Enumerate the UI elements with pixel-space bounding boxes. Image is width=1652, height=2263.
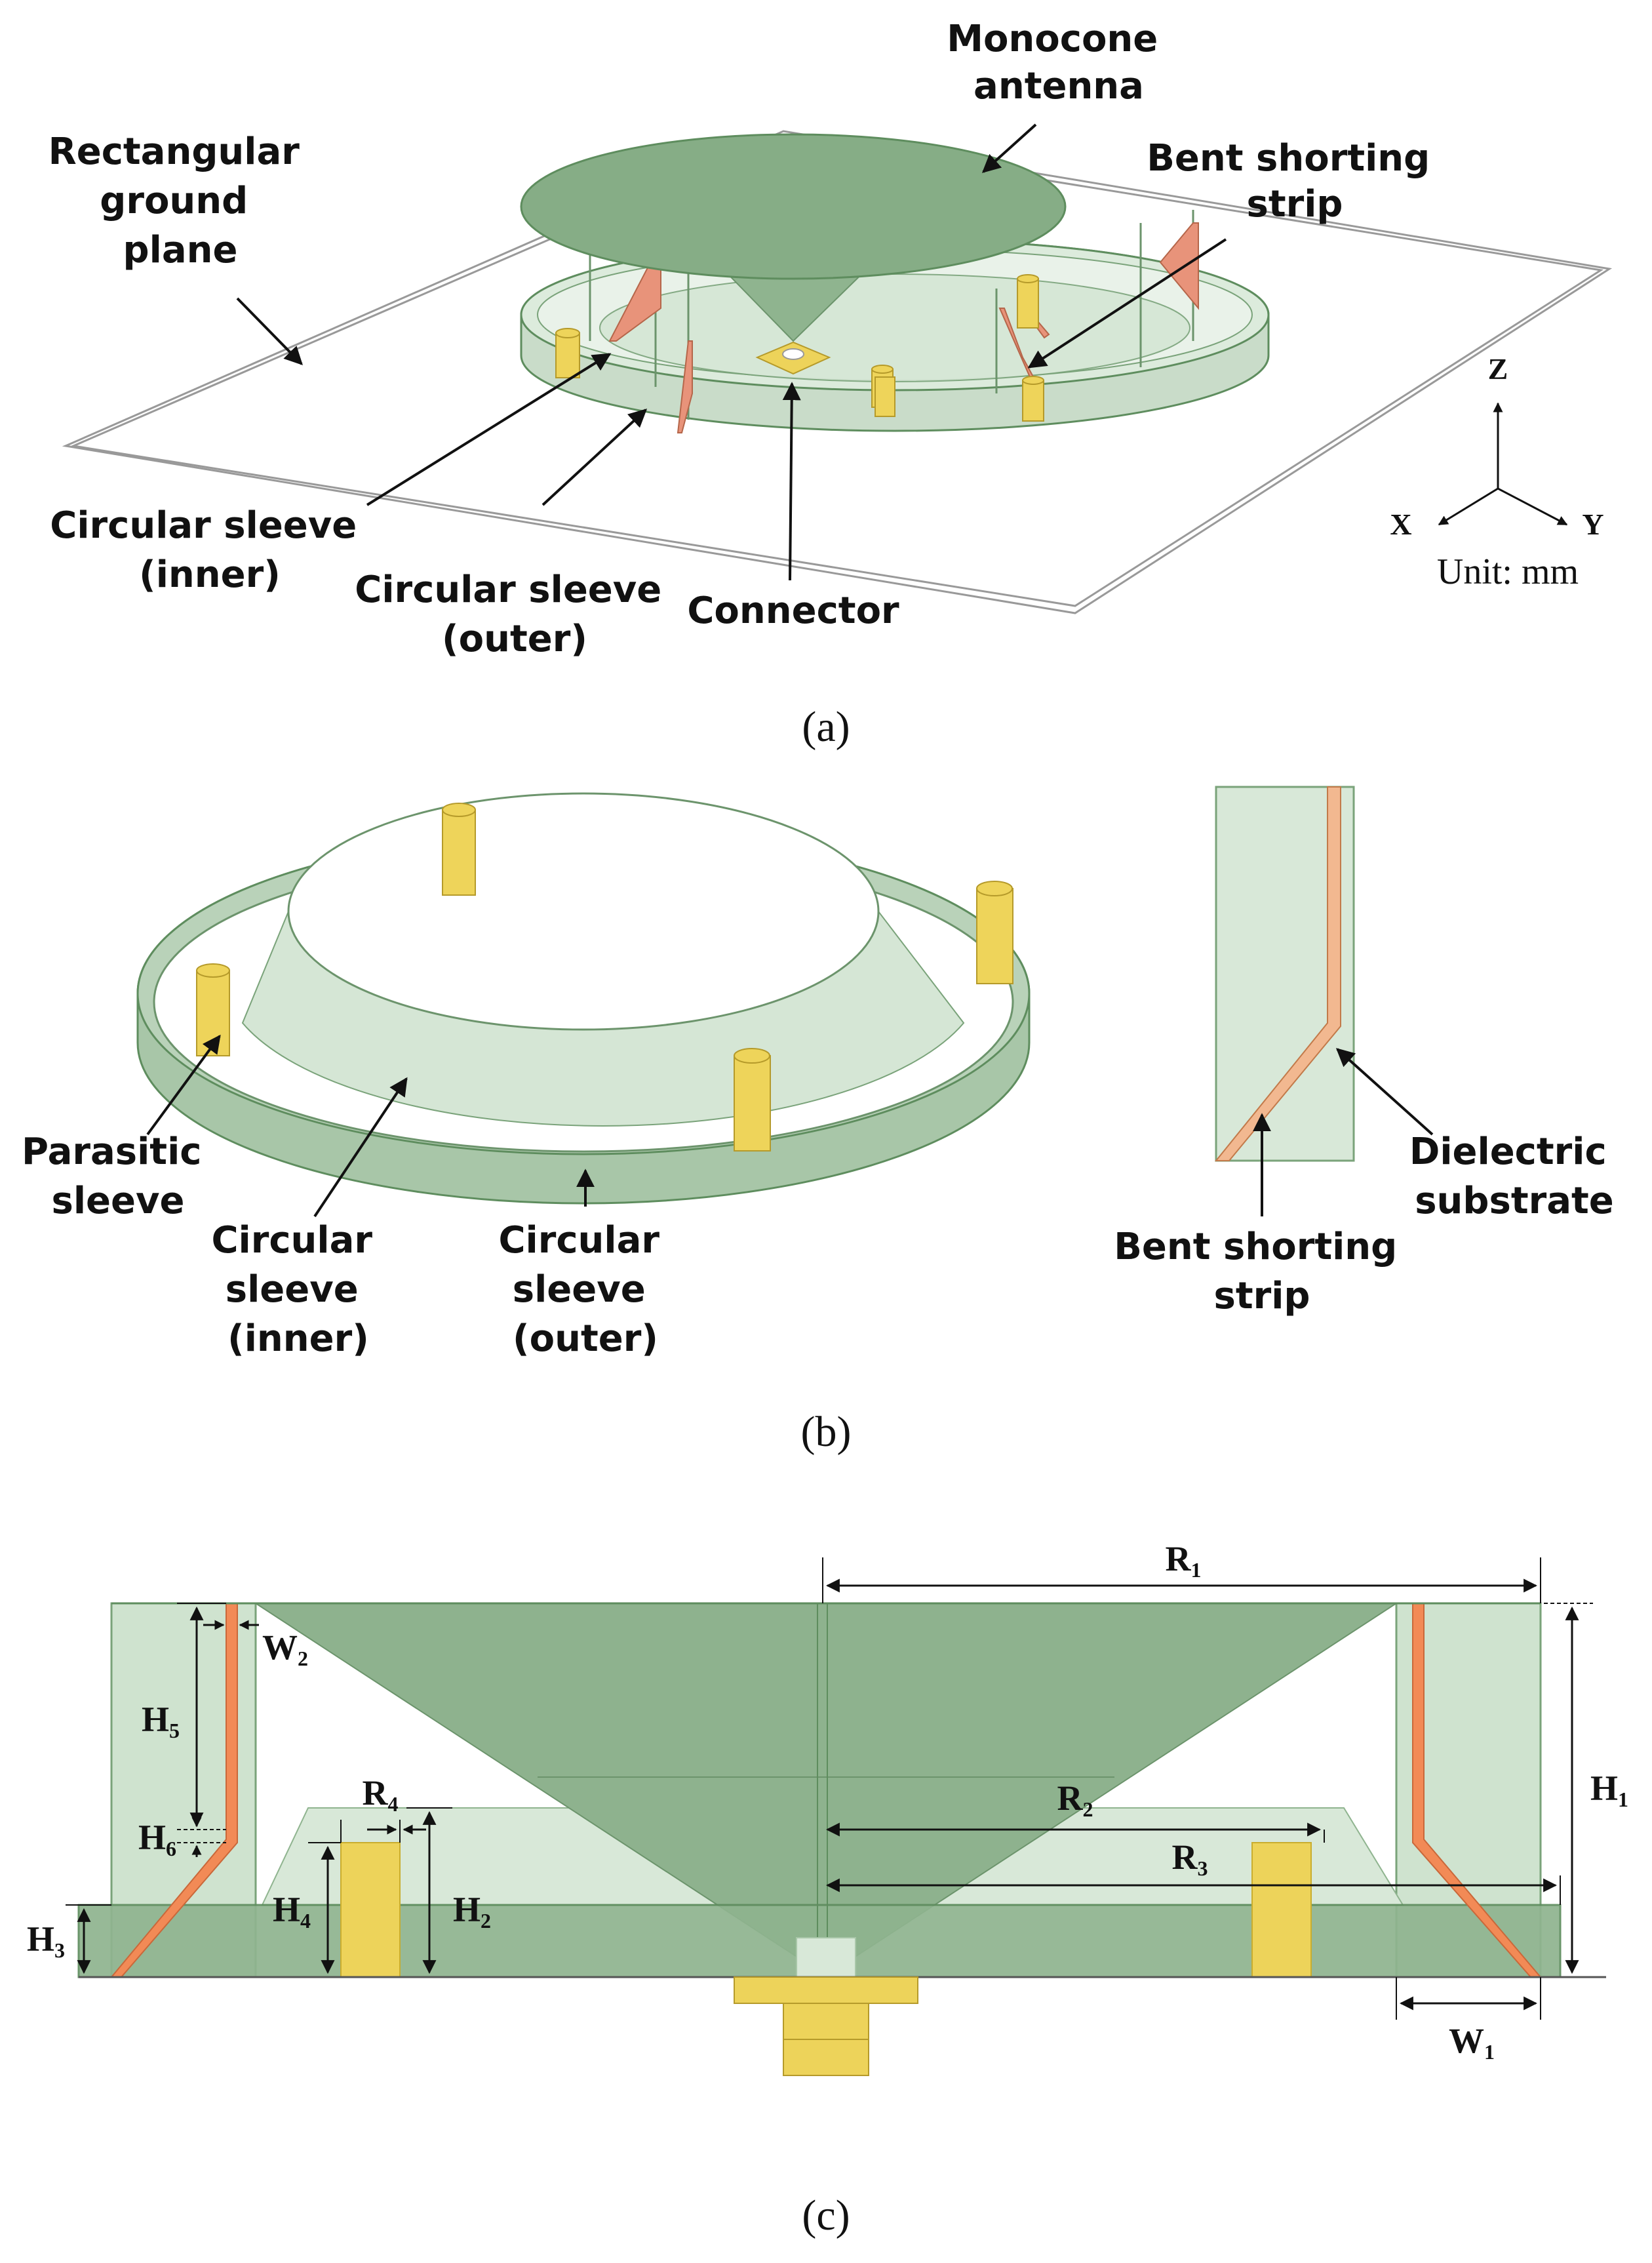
svg-text:Circular sleeve (o: Circular sleeve (outer) <box>498 1219 672 1360</box>
label-b-outer-1: Circular <box>498 1219 659 1262</box>
substrate-detail <box>1214 786 1355 1162</box>
dim-h3-label: H3 <box>27 1919 65 1962</box>
svg-text:Monocone antenna: Monocone antenna <box>947 18 1171 108</box>
label-monocone-2: antenna <box>974 65 1144 108</box>
panel-a-leaders <box>236 123 1227 581</box>
caption-a: (a) <box>802 703 850 751</box>
axis-y-label: Y <box>1582 508 1603 541</box>
label-inner-1: Circular sleeve <box>50 504 357 547</box>
panel-c: R1 R2 R3 R4 H1 H2 H3 H4 H5 H6 W1 W2 (c) <box>27 1539 1628 2239</box>
svg-text:Bent shorting strip: Bent shorting strip <box>1114 1226 1410 1317</box>
label-b-inner-2: sleeve <box>226 1268 359 1311</box>
parasitic-cylinders <box>196 803 1013 1152</box>
label-b-inner-3: (inner) <box>227 1317 369 1360</box>
svg-text:Circular sleeve (outer): Circular sleeve (outer) <box>355 569 675 660</box>
label-outer-1: Circular sleeve <box>355 569 661 611</box>
caption-c: (c) <box>802 2192 850 2239</box>
label-b-bent-2: strip <box>1214 1275 1310 1317</box>
label-b-inner-1: Circular <box>211 1219 372 1262</box>
inner-sleeve-cone <box>241 792 965 1127</box>
label-b-bent-1: Bent shorting <box>1114 1226 1397 1268</box>
label-parasitic-1: Parasitic <box>22 1131 201 1173</box>
label-outer-2: (outer) <box>442 618 587 660</box>
dim-r3-label: R3 <box>1172 1837 1208 1880</box>
axes-triad <box>1438 402 1568 526</box>
unit-label: Unit: mm <box>1437 551 1579 592</box>
label-bent-2: strip <box>1247 183 1343 226</box>
label-ground-1: Rectangular <box>49 130 300 173</box>
dim-r1-label: R1 <box>1166 1539 1202 1582</box>
cone-feed-gap <box>796 1937 856 1978</box>
svg-text:Parasitic sleeve: Parasitic sleeve <box>22 1131 214 1222</box>
dim-w1-label: W1 <box>1449 2021 1495 2064</box>
label-ground-2: ground <box>100 180 248 222</box>
dim-h5-label: H5 <box>142 1700 180 1742</box>
parasitic-cylinders-3d <box>555 274 1044 422</box>
dim-h2-label: H2 <box>453 1890 491 1933</box>
axis-x-label: X <box>1390 508 1411 541</box>
center-axis <box>817 1603 828 1977</box>
label-ground-3: plane <box>123 229 238 271</box>
connector-3d <box>755 341 831 375</box>
label-inner-2: (inner) <box>139 553 281 596</box>
dim-h1-label: H1 <box>1590 1769 1628 1811</box>
dim-h6-label: H6 <box>138 1818 176 1860</box>
svg-text:Circular sleeve (i: Circular sleeve (inner) <box>211 1219 385 1360</box>
dim-w2-label: W2 <box>262 1628 308 1670</box>
svg-text:Circular sleeve (inner): Circular sleeve (inner) <box>50 504 370 596</box>
svg-text:Dielectric substrate: Dielectric substrate <box>1409 1131 1619 1222</box>
dim-h4-label: H4 <box>273 1890 311 1933</box>
axis-z-label: Z <box>1488 352 1508 386</box>
label-b-outer-3: (outer) <box>513 1317 658 1360</box>
connector-profile <box>734 1976 918 2076</box>
label-parasitic-2: sleeve <box>52 1180 185 1222</box>
dimension-lines <box>66 1557 1593 2020</box>
panel-b-leaders <box>146 1034 1434 1218</box>
label-dielectric-2: substrate <box>1415 1180 1614 1222</box>
label-b-outer-2: sleeve <box>513 1268 646 1311</box>
label-monocone-1: Monocone <box>947 18 1158 60</box>
panel-b: Parasitic sleeve Circular sleeve (inner)… <box>22 786 1619 1456</box>
monocone-disc-3d <box>520 133 1067 280</box>
label-connector: Connector <box>687 590 899 632</box>
dim-r2-label: R2 <box>1057 1778 1093 1821</box>
label-bent-1: Bent shorting <box>1147 137 1430 180</box>
parasitic-sleeves-profile <box>340 1842 1312 1978</box>
dim-r4-label: R4 <box>363 1773 399 1816</box>
svg-text:Rectangular ground: Rectangular ground plane <box>49 130 313 271</box>
panel-a: Monocone antenna Rectangular ground plan… <box>49 18 1613 751</box>
svg-text:Bent shorting strip: Bent shorting strip <box>1147 137 1443 226</box>
caption-b: (b) <box>801 1408 852 1456</box>
label-dielectric-1: Dielectric <box>1409 1131 1607 1173</box>
